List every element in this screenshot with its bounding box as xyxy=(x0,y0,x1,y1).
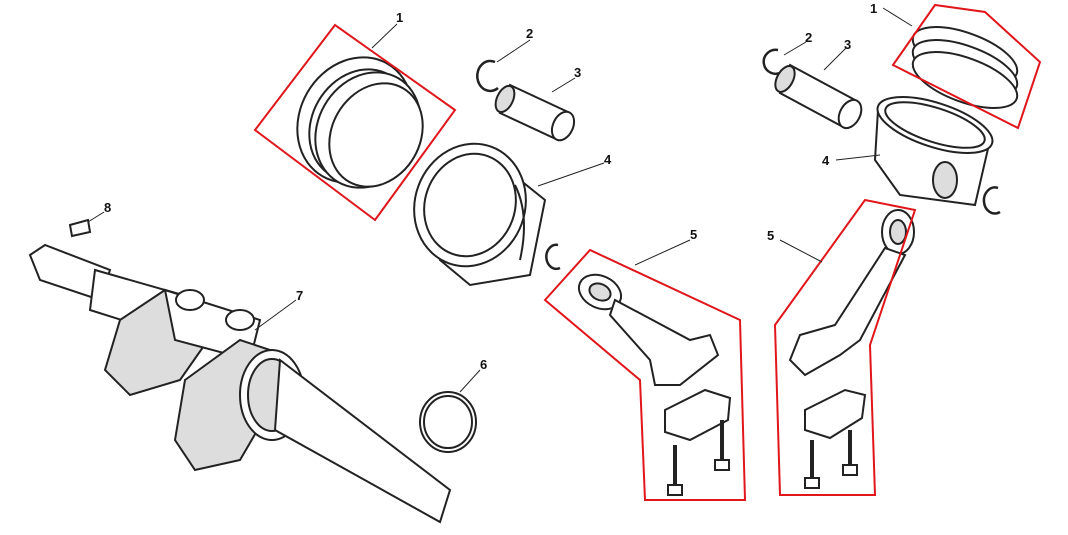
crankshaft xyxy=(28,243,452,524)
woodruff-key xyxy=(68,218,92,238)
highlight-box-rings-right xyxy=(891,3,1042,130)
right-circlip-top xyxy=(762,48,783,75)
label-3-right: 3 xyxy=(844,37,851,52)
label-8: 8 xyxy=(104,200,111,215)
left-circlip-top xyxy=(476,59,499,93)
label-6: 6 xyxy=(480,357,487,372)
right-circlip-side xyxy=(982,186,1001,215)
left-connecting-rod xyxy=(577,273,732,496)
right-leader-lines xyxy=(779,7,913,263)
label-3-left: 3 xyxy=(574,65,581,80)
label-5-left: 5 xyxy=(690,227,697,242)
label-7: 7 xyxy=(296,288,303,303)
right-connecting-rod xyxy=(788,209,915,489)
highlight-box-rod-right xyxy=(773,198,917,496)
left-leader-lines xyxy=(87,23,691,393)
label-1-left: 1 xyxy=(396,10,403,25)
label-4-left: 4 xyxy=(604,152,612,167)
label-2-right: 2 xyxy=(805,30,812,45)
left-o-ring xyxy=(419,391,477,453)
label-5-right: 5 xyxy=(767,228,774,243)
left-circlip-side xyxy=(545,243,561,271)
left-piston-pin xyxy=(494,83,576,142)
right-piston-rings xyxy=(911,26,1019,109)
label-2-left: 2 xyxy=(526,26,533,41)
left-piston-rings xyxy=(296,56,424,189)
left-piston xyxy=(413,142,547,287)
right-piston-pin xyxy=(774,63,863,130)
highlight-box-rod-left xyxy=(543,248,747,501)
right-piston xyxy=(873,96,994,207)
label-4-right: 4 xyxy=(822,153,830,168)
highlight-box-rings-left xyxy=(253,23,457,222)
label-1-right: 1 xyxy=(870,1,877,16)
